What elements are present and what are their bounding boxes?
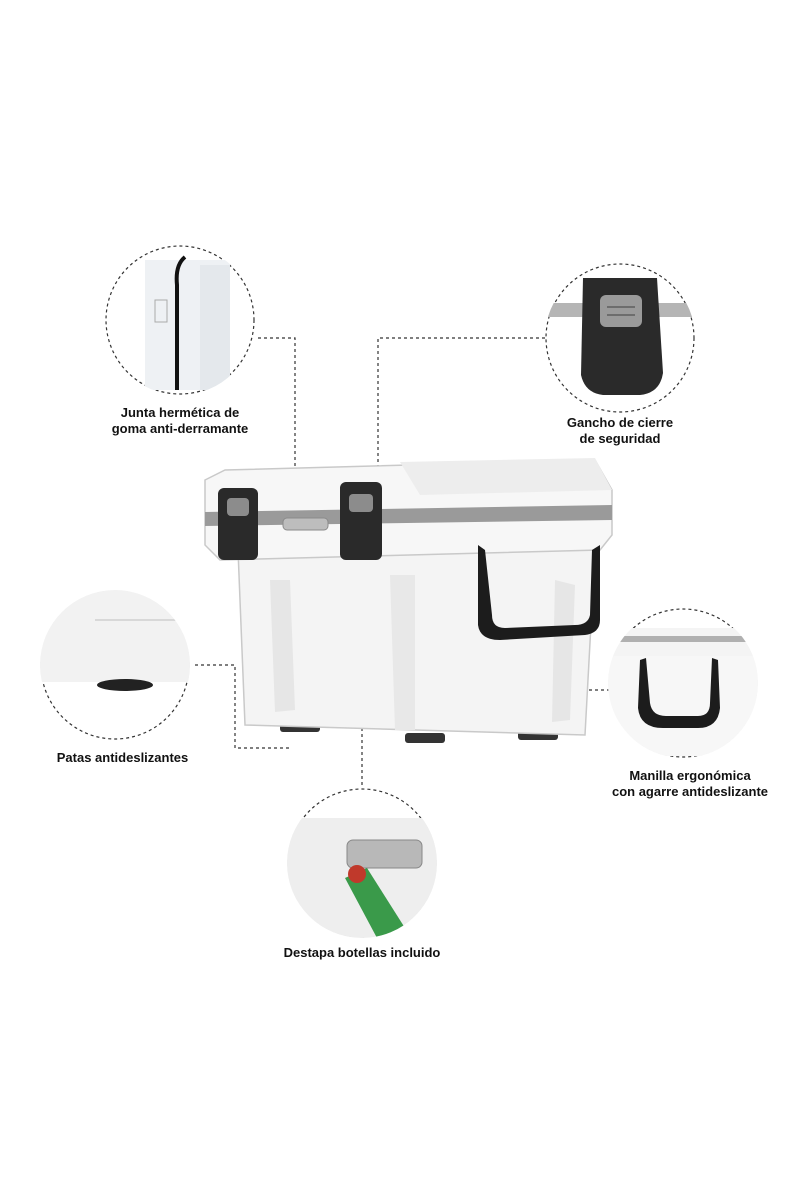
latch-right [340,482,382,560]
cooler-illustration [204,458,613,743]
callout-feet [40,590,190,740]
non-slip-feet-icon [97,679,153,691]
bottle-opener [282,517,329,531]
label-feet: Patas antideslizantes [56,750,189,765]
latch-left [218,488,258,560]
foot-center [405,733,445,743]
callout-handle [608,608,758,758]
cooler-handle [478,545,600,640]
rubber-seal-icon [174,255,187,390]
connector-feet [195,664,290,749]
label-seal: Junta hermética de goma anti-derramante [111,405,249,436]
callout-latch [545,263,695,413]
body-panel-right [552,580,575,722]
callout-seal [105,245,255,395]
body-panel-left [270,580,295,712]
connector-latch [377,337,545,490]
label-handle: Manilla ergonómica con agarre antidesliz… [611,768,769,799]
connector-seal [258,337,296,510]
bottle-opener-icon [346,839,423,869]
bottle-icon [345,868,405,938]
callout-opener [287,788,437,938]
lid-top-surface [400,458,612,495]
label-latch: Gancho de cierre de seguridad [566,415,674,446]
body-panel-center [390,575,415,730]
handle-icon [638,658,720,728]
label-opener: Destapa botellas incluido [283,945,441,960]
